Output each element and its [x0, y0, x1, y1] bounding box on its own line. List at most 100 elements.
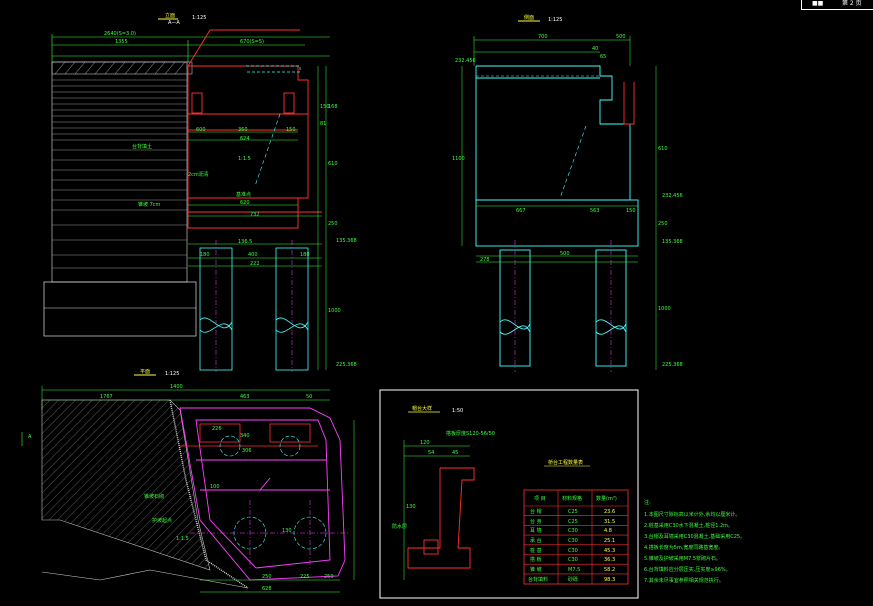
- dim-plan-340: 340: [240, 433, 250, 439]
- note-item-6: 6.台背填料应分层压实,压实度≥96%。: [644, 566, 731, 573]
- quantity-table: 项 目 材料规格 数量(m³) 台 帽 C25 23.6 台 身 C25 31.…: [523, 489, 629, 585]
- side-mark-top: 232.456: [455, 58, 476, 64]
- table-row-2-spec: C30: [568, 528, 578, 534]
- plan-title: 平面: [140, 369, 150, 375]
- dim-plan-1767: 1767: [100, 394, 113, 400]
- dim-plan-50: 50: [306, 394, 312, 400]
- dim-elev-150: 150: [286, 127, 296, 133]
- side-title: 侧面: [524, 14, 534, 21]
- elev-mark-2: 225.368: [336, 362, 357, 368]
- dim-elev-v610: 610: [328, 161, 338, 167]
- dim-elev-732: 732: [250, 212, 260, 218]
- dim-plan-226: 226: [212, 426, 222, 432]
- dim-side-65: 65: [600, 54, 606, 60]
- dim-elev-360: 360: [238, 127, 248, 133]
- dim-side-500b: 500: [560, 251, 570, 257]
- plan-section-a: A: [28, 434, 32, 440]
- table-row-2-item: 耳 墙: [530, 527, 542, 534]
- table-row-5-qty: 36.3: [604, 557, 615, 563]
- plan-note-1: 锥坡石砌: [144, 493, 164, 500]
- elev-note-1: 台背填土: [132, 143, 152, 150]
- table-row-3-qty: 25.1: [604, 538, 615, 544]
- table-row-0-item: 台 帽: [530, 508, 542, 515]
- dim-plan-306: 306: [242, 448, 252, 454]
- detail-note: 搭板厚度S120-56/50: [446, 430, 495, 437]
- title-block-corner: ■■ 第 2 页: [801, 0, 873, 10]
- table-row-1-item: 台 身: [530, 518, 542, 525]
- elevation-view: 立面 A—A 1:125 2640(S=3.0) 1355 670(S=5): [43, 12, 357, 372]
- dim-plan-225: 225: [300, 574, 310, 580]
- note-item-2: 2.桩基采用C30水下混凝土,桩径1.2m。: [644, 522, 733, 529]
- table-row-2-qty: 4.8: [604, 528, 612, 534]
- plan-scale: 1:125: [165, 371, 179, 377]
- dim-side-500: 500: [616, 34, 626, 40]
- dim-side-40: 40: [592, 46, 598, 52]
- table-row-6-item: 锥 坡: [530, 566, 542, 573]
- notes-block: 注: 1.本图尺寸除标高以米计外,余均以厘米计。 2.桩基采用C30水下混凝土,…: [644, 499, 745, 584]
- detail-frame: 帽台大样 1:50 搭板厚度S120-56/50 120 54 45 130 防…: [379, 389, 639, 599]
- title-block-left: ■■: [812, 0, 824, 7]
- dim-elev-left: 1355: [115, 39, 128, 45]
- dim-side-563: 563: [590, 208, 600, 214]
- table-row-6-qty: 58.2: [604, 567, 615, 573]
- table-row-6-spec: M7.5: [568, 567, 580, 573]
- dim-elev-total: 2640(S=3.0): [104, 31, 136, 37]
- plan-note-2: 护坡起点: [152, 517, 172, 524]
- dim-elev-right: 670(S=5): [240, 39, 264, 45]
- dim-side-700: 700: [538, 34, 548, 40]
- dim-side-667: 667: [516, 208, 526, 214]
- side-mark-2: 135.368: [662, 239, 683, 245]
- table-row-4-spec: C30: [568, 548, 578, 554]
- table-header-spec: 材料规格: [562, 495, 582, 502]
- dim-elev-v168: 168: [328, 104, 338, 110]
- table-header-item: 项 目: [534, 496, 546, 502]
- dim-side-v610: 610: [658, 146, 668, 152]
- table-row-0-spec: C25: [568, 509, 578, 515]
- detail-dim-2: 54: [428, 450, 434, 456]
- dim-elev-400: 400: [248, 252, 258, 258]
- side-mark-1: 232.456: [662, 193, 683, 199]
- detail-title: 帽台大样: [412, 405, 432, 412]
- elev-note-2: 2cm沥青: [188, 171, 209, 178]
- note-item-7: 7.其余未尽事宜参照相关规范执行。: [644, 577, 724, 584]
- note-item-5: 5.锥坡及护坡采用M7.5浆砌片石。: [644, 555, 721, 562]
- dim-elev-620: 620: [240, 200, 250, 206]
- dim-elev-v250: 250: [328, 221, 338, 227]
- table-row-5-spec: C30: [568, 557, 578, 563]
- detail-dim-4: 130: [406, 504, 416, 510]
- table-row-5-item: 搭 板: [530, 556, 542, 563]
- dim-side-v1000: 1000: [658, 306, 671, 312]
- table-row-7-qty: 98.3: [604, 577, 615, 583]
- dim-elev-180b: 180: [300, 252, 310, 258]
- dim-elev-1365: 136.5: [238, 239, 252, 245]
- elevation-section: A—A: [168, 20, 180, 26]
- dim-plan-1400: 1400: [170, 384, 183, 390]
- dim-elev-v150: 150: [320, 104, 330, 110]
- elev-mark-1: 135.368: [336, 238, 357, 244]
- dim-elev-624: 624: [240, 136, 250, 142]
- dim-plan-463: 463: [240, 394, 250, 400]
- note-item-1: 1.本图尺寸除标高以米计外,余均以厘米计。: [644, 511, 740, 518]
- table-row-7-item: 台背填料: [528, 576, 548, 583]
- dim-elev-222: 222: [250, 261, 260, 267]
- elevation-scale: 1:125: [192, 15, 206, 21]
- side-view: 侧面 1:125 700 500 40 65 232.456: [452, 14, 683, 372]
- table-title: 桥台工程数量表: [548, 459, 583, 466]
- table-row-3-spec: C30: [568, 538, 578, 544]
- detail-dim-1: 120: [420, 440, 430, 446]
- dim-side-150: 150: [626, 208, 636, 214]
- elev-note-4: 锥坡 7cm: [138, 201, 161, 208]
- title-block-page: 第 2 页: [842, 0, 862, 7]
- note-item-4: 4.搭板长度为5m,宽度同路基宽度。: [644, 544, 723, 551]
- table-row-0-qty: 23.6: [604, 509, 615, 515]
- dim-side-v1100: 1100: [452, 156, 465, 162]
- dim-elev-600: 600: [196, 127, 206, 133]
- elevation-title: 立面: [165, 12, 175, 19]
- plan-view: 平面 1:125 1400 1767 463 50: [21, 369, 355, 593]
- dim-elev-180a: 180: [200, 252, 210, 258]
- table-row-4-item: 桩 基: [530, 547, 542, 554]
- table-row-1-qty: 31.5: [604, 519, 615, 525]
- dim-plan-250b: 250: [324, 574, 334, 580]
- side-mark-3: 225.368: [662, 362, 683, 368]
